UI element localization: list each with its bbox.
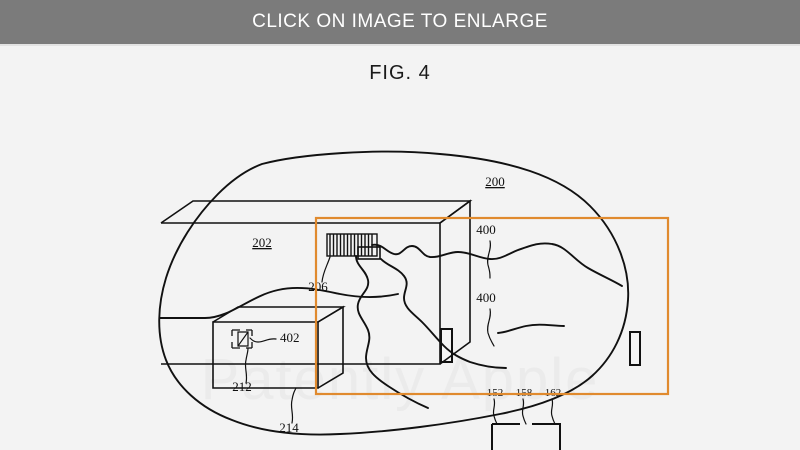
enlarge-banner[interactable]: CLICK ON IMAGE TO ENLARGE [0,0,800,44]
enlarge-banner-label: CLICK ON IMAGE TO ENLARGE [252,11,548,32]
patent-figure-area[interactable]: FIG. 4 Patently Apple [0,46,800,450]
side-button-right [629,331,641,366]
ref-num-400-upper: 400 [476,222,496,237]
device-body-outline [158,150,630,436]
reference-numeral-labels: 200 202 206 400 400 402 212 214 152 158 … [232,174,561,435]
hatched-component-206 [326,233,381,260]
patent-drawing: 200 202 206 400 400 402 212 214 152 158 … [158,150,670,450]
leader-lines [244,240,556,425]
ref-num-402: 402 [280,330,300,345]
ref-num-212: 212 [232,379,252,394]
ref-num-202: 202 [252,235,272,250]
cable-routing-paths [159,242,623,409]
highlight-region-box [314,216,670,396]
figure-title: FIG. 4 [369,62,431,84]
ref-num-200: 200 [485,174,505,189]
banner-divider [0,44,800,46]
bottom-component-105 [491,423,561,450]
ref-num-400-lower: 400 [476,290,496,305]
main-enclosure-box [160,199,473,365]
dashed-detail-402 [231,329,253,349]
ref-num-206: 206 [308,279,328,294]
side-button-left [440,328,453,363]
ref-num-214: 214 [279,420,299,435]
